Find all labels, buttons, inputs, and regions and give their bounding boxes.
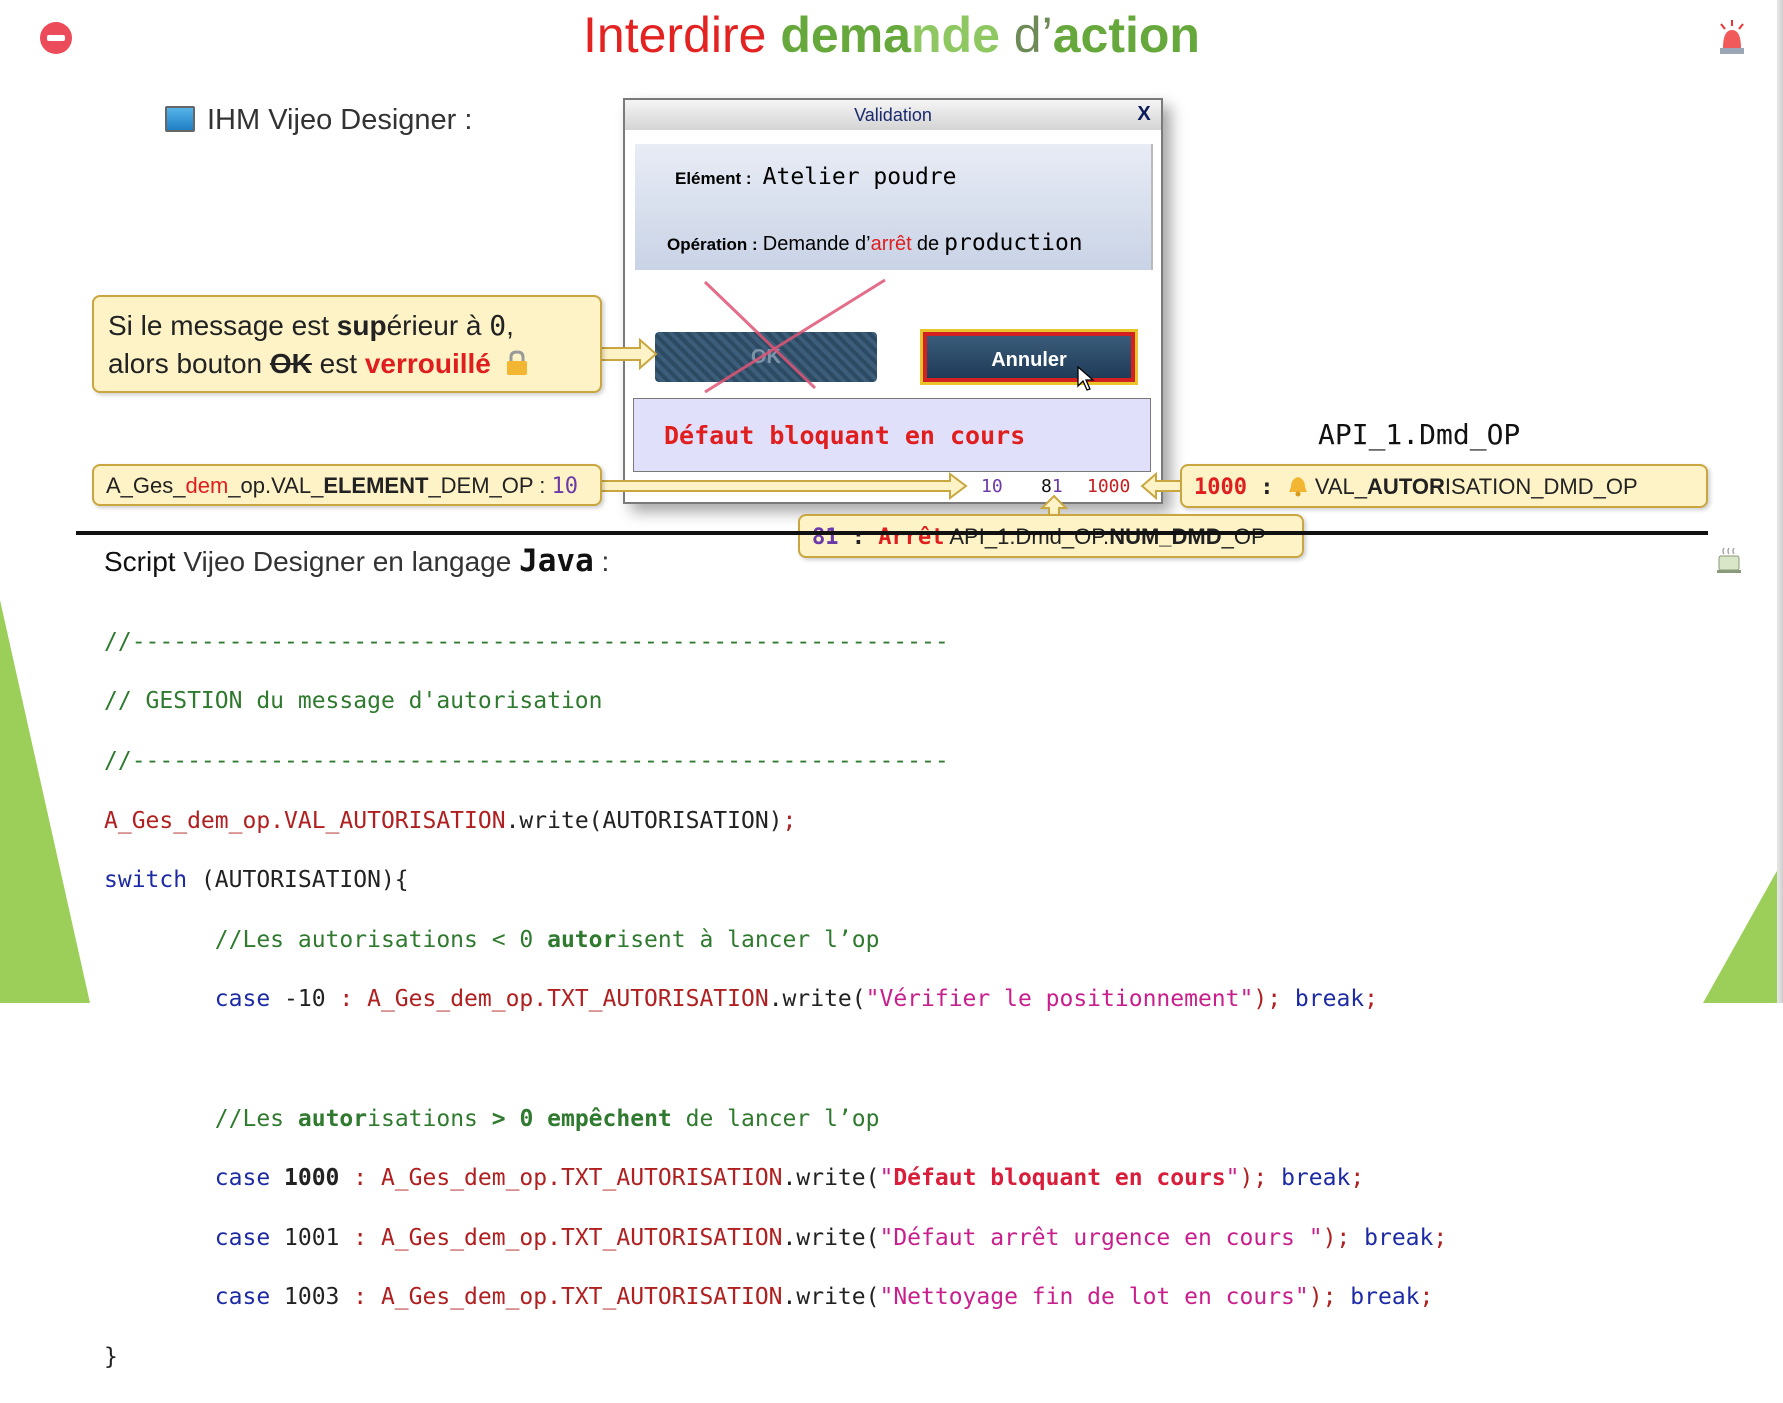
- validation-dialog: Validation X Elément : Atelier poudre Op…: [623, 98, 1163, 504]
- code-line: // GESTION du message d'autorisation: [104, 688, 603, 715]
- title-word-action: d’action: [1013, 7, 1200, 63]
- coffee-cup-icon: [1717, 547, 1741, 573]
- siren-icon: [1720, 20, 1744, 54]
- operation-value: production: [944, 230, 1083, 256]
- ok-button[interactable]: OK: [655, 332, 877, 382]
- title-word-demande: demande: [780, 7, 1000, 63]
- section-divider: [76, 531, 1708, 535]
- callout-num-dmd: 81 : Arrêt API_1.Dmd_OP.NUM_DMD_OP: [798, 514, 1304, 558]
- arrow-right-element: [600, 472, 968, 500]
- callout-authorisation: 1000 : VAL_AUTORISATION_DMD_OP: [1180, 464, 1708, 508]
- arrow-left-auth: [1140, 472, 1184, 500]
- api-dmd-op-label: API_1.Dmd_OP: [1318, 418, 1521, 451]
- code-line: case 1003 : A_Ges_dem_op.TXT_AUTORISATIO…: [104, 1284, 1434, 1311]
- code-line: }: [104, 1343, 118, 1370]
- cursor-arrow-icon: [1077, 366, 1095, 391]
- code-line: A_Ges_dem_op.VAL_AUTORISATION.write(AUTO…: [104, 807, 797, 834]
- slide-title: Interdire demande d’action: [0, 6, 1783, 64]
- operation-label: Opération :: [667, 235, 758, 254]
- status-message: Défaut bloquant en cours: [664, 421, 1026, 450]
- script-title: Script Vijeo Designer en langage Java :: [104, 543, 610, 579]
- dialog-info-panel: Elément : Atelier poudre Opération : Dem…: [635, 144, 1153, 270]
- java-code-listing: //--------------------------------------…: [104, 598, 1447, 1403]
- code-line: //Les autorisations > 0 empêchent de lan…: [104, 1105, 880, 1132]
- title-word-interdire: Interdire: [583, 7, 767, 63]
- dialog-title: Validation: [854, 105, 932, 125]
- padlock-icon: [506, 350, 527, 375]
- value-10: 10: [981, 476, 1003, 497]
- dialog-close-button[interactable]: X: [1137, 103, 1151, 125]
- computer-icon: [165, 106, 195, 132]
- slide-right-edge: [1777, 0, 1783, 1003]
- code-line: //Les autorisations < 0 autorisent à lan…: [104, 926, 880, 953]
- element-label: Elément :: [675, 169, 752, 188]
- code-line: case 1000 : A_Ges_dem_op.TXT_AUTORISATIO…: [104, 1165, 1365, 1192]
- operation-row: Opération : Demande d’arrêt de productio…: [667, 230, 1083, 256]
- value-81: 81: [1041, 476, 1063, 497]
- callout-element: A_Ges_dem_op.VAL_ELEMENT_DEM_OP : 10: [92, 464, 602, 506]
- code-line: //--------------------------------------…: [104, 747, 949, 774]
- bell-icon: [1288, 477, 1307, 497]
- decor-green-triangle-left: [0, 600, 90, 1003]
- arrow-right-lock: [600, 337, 658, 371]
- decor-green-triangle-right: [1703, 860, 1783, 1003]
- cancel-button[interactable]: Annuler: [920, 329, 1138, 385]
- element-row: Elément : Atelier poudre: [675, 164, 957, 190]
- callout-ok-locked: Si le message est supérieur à 0, alors b…: [92, 295, 602, 393]
- code-line: switch (AUTORISATION){: [104, 867, 409, 894]
- value-1000: 1000: [1087, 476, 1131, 497]
- code-line: //--------------------------------------…: [104, 628, 949, 655]
- code-line-blank: [104, 1045, 1447, 1075]
- crossed-out-icon: [703, 278, 886, 394]
- stop-icon[interactable]: [40, 22, 72, 54]
- dialog-titlebar: Validation: [625, 100, 1161, 130]
- element-value: Atelier poudre: [762, 164, 957, 190]
- code-line: case -10 : A_Ges_dem_op.TXT_AUTORISATION…: [104, 986, 1379, 1013]
- code-line: case 1001 : A_Ges_dem_op.TXT_AUTORISATIO…: [104, 1224, 1448, 1251]
- status-message-box: Défaut bloquant en cours: [633, 398, 1151, 472]
- ihm-label: IHM Vijeo Designer :: [165, 104, 472, 137]
